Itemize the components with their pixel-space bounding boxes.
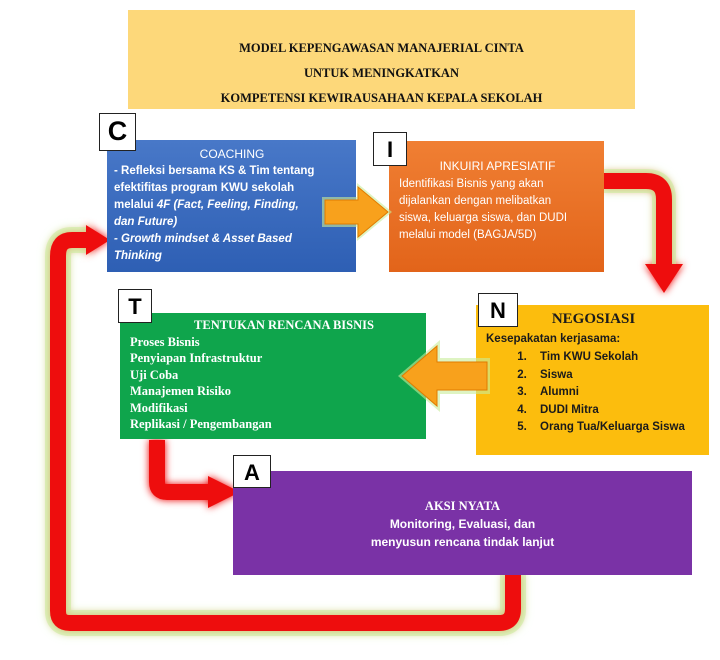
negosiasi-item: Orang Tua/Keluarga Siswa xyxy=(530,419,701,437)
inkuiri-line-4: melalui model (BAGJA/5D) xyxy=(399,229,537,241)
coaching-line-5: - Growth mindset & Asset Based xyxy=(114,231,350,248)
inkuiri-line-1: Identifikasi Bisnis yang akan xyxy=(399,178,544,190)
step-aksi-nyata: AKSI NYATA Monitoring, Evaluasi, dan men… xyxy=(233,471,692,575)
step-negosiasi: NEGOSIASI Kesepakatan kerjasama: Tim KWU… xyxy=(476,305,709,455)
negosiasi-item: Tim KWU Sekolah xyxy=(530,349,701,367)
letter-badge-a: A xyxy=(233,455,271,488)
tentukan-item: Penyiapan Infrastruktur xyxy=(130,351,263,365)
step-inkuiri: INKUIRI APRESIATIF Identifikasi Bisnis y… xyxy=(389,141,604,272)
inkuiri-line-3: siswa, keluarga siswa, dan DUDI xyxy=(399,212,568,224)
letter-badge-t: T xyxy=(118,289,152,323)
negosiasi-subheading: Kesepakatan kerjasama: xyxy=(486,332,621,345)
coaching-line-4: dan Future) xyxy=(114,214,350,231)
tentukan-item: Proses Bisnis xyxy=(130,334,200,349)
tentukan-item: Uji Coba xyxy=(130,367,179,382)
tentukan-heading: TENTUKAN RENCANA BISNIS xyxy=(194,318,374,332)
coaching-line-1: - Refleksi bersama KS & Tim tentang xyxy=(114,165,315,177)
coaching-line-5-text: - Growth mindset & Asset Based xyxy=(114,233,292,245)
aksi-line-2: menyusun rencana tindak lanjut xyxy=(370,535,555,549)
step-coaching: COACHING - Refleksi bersama KS & Tim ten… xyxy=(107,140,356,272)
letter-badge-c: C xyxy=(99,113,136,151)
negosiasi-item: DUDI Mitra xyxy=(530,402,701,420)
title-line-1: MODEL KEPENGAWASAN MANAJERIAL CINTA xyxy=(239,41,524,55)
letter-badge-n: N xyxy=(478,293,518,327)
coaching-line-4-text: dan Future) xyxy=(114,216,178,228)
letter-badge-i: I xyxy=(373,132,407,166)
coaching-line-6-text: Thinking xyxy=(114,250,162,262)
negosiasi-item: Alumni xyxy=(530,384,701,402)
title-line-3: KOMPETENSI KEWIRAUSAHAAN KEPALA SEKOLAH xyxy=(220,91,543,105)
title-line-2: UNTUK MENINGKATKAN xyxy=(304,66,459,80)
arrow-inkuiri-to-negosiasi xyxy=(603,169,683,293)
negosiasi-heading: NEGOSIASI xyxy=(551,311,636,327)
aksi-heading: AKSI NYATA xyxy=(424,499,501,513)
aksi-line-1: Monitoring, Evaluasi, dan xyxy=(389,517,536,531)
diagram-title: MODEL KEPENGAWASAN MANAJERIAL CINTA UNTU… xyxy=(128,10,635,109)
coaching-line-6: Thinking xyxy=(114,248,350,265)
coaching-line-3-italic: 4F (Fact, Feeling, Finding, xyxy=(156,199,299,211)
coaching-line-3-prefix: melalui xyxy=(114,199,157,211)
coaching-line-3: melalui 4F (Fact, Feeling, Finding, xyxy=(114,197,350,214)
step-tentukan: TENTUKAN RENCANA BISNIS Proses Bisnis Pe… xyxy=(120,313,426,439)
negosiasi-list: Tim KWU Sekolah Siswa Alumni DUDI Mitra … xyxy=(486,349,701,437)
inkuiri-line-2: dijalankan dengan melibatkan xyxy=(399,195,552,207)
tentukan-item: Manajemen Risiko xyxy=(130,384,232,398)
arrow-tentukan-to-aksi xyxy=(149,440,240,508)
coaching-line-2: efektifitas program KWU sekolah xyxy=(114,182,295,194)
tentukan-item: Replikasi / Pengembangan xyxy=(130,417,272,431)
coaching-heading: COACHING xyxy=(199,147,265,161)
tentukan-item: Modifikasi xyxy=(130,400,188,415)
negosiasi-item: Siswa xyxy=(530,367,701,385)
inkuiri-heading: INKUIRI APRESIATIF xyxy=(439,159,556,173)
